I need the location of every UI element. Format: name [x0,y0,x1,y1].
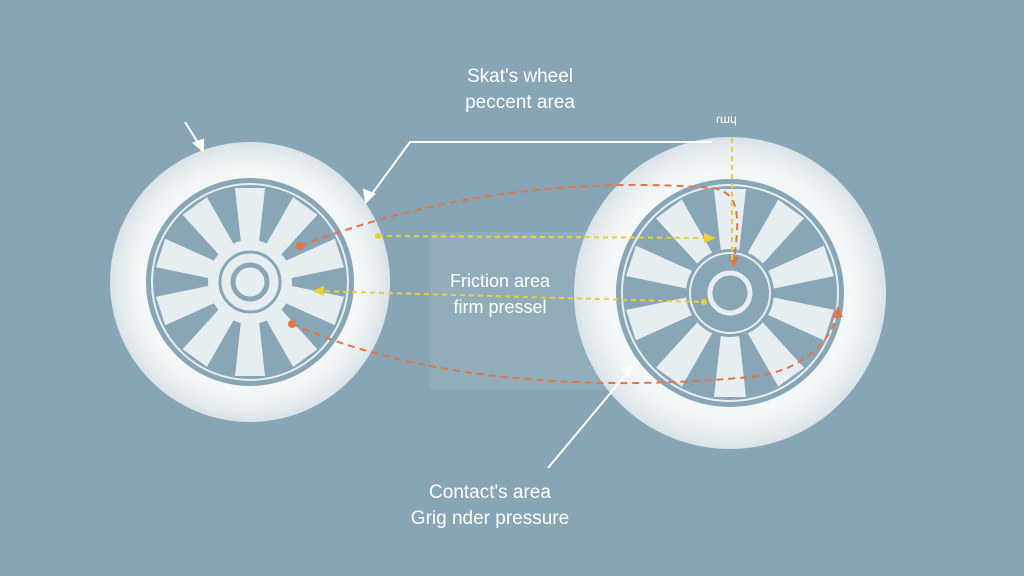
left-wheel-spoke [156,238,224,281]
left-wheel-bearing [230,262,270,302]
left-wheel-spoke [276,283,344,326]
left-wheel-spoke [182,197,239,263]
yellow-markers [312,233,716,305]
yellow-force-lines [315,138,733,303]
contact-area-label-line2: Grig nder pressure [410,508,570,529]
right-wheel-spoke [758,245,834,291]
right-wheel-spoke [655,314,718,387]
left-wheel-spoke [261,197,318,263]
right-wheel-spoke [626,295,702,341]
orange-dot-upper [296,242,304,250]
left-wheel-spoke [276,238,344,281]
right-wheel-spoke [714,189,746,261]
right-wheel [574,137,886,449]
yellow-dot-start [375,233,381,239]
small-annotation-mark: ɾɯɥ [716,112,737,126]
left-wheel-rim-ring [151,183,349,381]
orange-force-lines [291,183,839,385]
left-wheel [110,142,390,422]
left-wheel-spokes [156,188,344,376]
left-wheel-spoke [235,188,265,252]
right-wheel-spoke [742,199,805,272]
wheel-area-label-line1: Skat's wheel [466,66,574,87]
pointer-lines [184,121,712,469]
left-wheel-spoke [235,312,265,376]
right-wheel-bearing [707,270,753,316]
top-pointer-arrowhead [362,188,376,205]
right-wheel-spoke [626,245,702,291]
upper-yellow-line [377,235,713,239]
contact-area-label: Contact's area Grig nder pressure [370,480,610,532]
right-wheel-hub [686,249,774,337]
middle-yellow-line [315,290,705,303]
right-wheel-spoke [742,314,805,387]
yellow-dot-end [701,299,707,305]
friction-area-label-line1: Friction area [449,271,551,291]
friction-area-label-line2: firm pressel [453,297,547,317]
orange-arrowhead-up [832,306,843,318]
left-wheel-pointer-arrowhead [192,138,204,154]
bottom-pointer-arrowhead [622,364,634,379]
wheel-area-label: Skat's wheel peccent area [400,64,640,116]
lower-orange-curve [291,311,839,385]
right-wheel-spoke [758,295,834,341]
left-wheel-hub-ring [218,250,282,314]
yellow-arrowhead-left [312,286,324,296]
top-label-pointer [365,141,712,203]
wheel-area-label-line2: peccent area [465,92,575,113]
bottom-label-pointer [547,371,629,469]
left-wheel-spoke [261,301,318,367]
right-wheel-spoke [655,199,718,272]
friction-area-label: Friction area firm pressel [400,268,600,320]
right-wheel-spokes [626,189,834,397]
right-wheel-hub-ring [689,252,771,334]
left-wheel-spoke [156,283,224,326]
left-wheel-spoke [182,301,239,367]
upper-orange-curve [299,183,739,261]
right-wheel-rim-ring [621,184,839,402]
contact-area-label-line1: Contact's area [429,482,551,503]
orange-dot-lower [288,320,296,328]
yellow-arrowhead-right [704,233,716,243]
